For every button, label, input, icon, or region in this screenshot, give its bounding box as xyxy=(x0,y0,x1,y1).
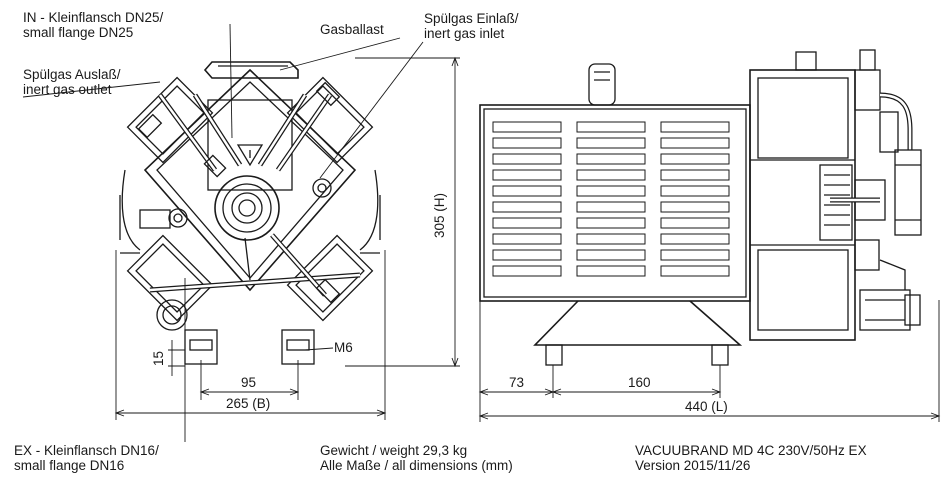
footer-model: VACUUBRAND MD 4C 230V/50Hz EX xyxy=(635,443,867,458)
footer-units: Alle Maße / all dimensions (mm) xyxy=(320,458,513,473)
purge-outlet-label-line2: inert gas outlet xyxy=(23,82,112,97)
ex-flange-label-line1: EX - Kleinflansch DN16/ xyxy=(14,443,159,458)
in-flange-label: IN - Kleinflansch DN25/ small flange DN2… xyxy=(23,10,163,40)
ex-flange-label: EX - Kleinflansch DN16/ small flange DN1… xyxy=(14,443,159,473)
height-dimension: 305 (H) xyxy=(432,192,447,238)
purge-inlet-label-line1: Spülgas Einlaß/ xyxy=(424,11,519,26)
m6-label: M6 xyxy=(334,340,353,355)
side-offset-dimension: 73 xyxy=(509,375,525,390)
gasballast-label: Gasballast xyxy=(320,22,384,37)
width-dimension: 265 (B) xyxy=(226,396,271,411)
in-flange-label-line2: small flange DN25 xyxy=(23,25,134,40)
purge-outlet-label: Spülgas Auslaß/ inert gas outlet xyxy=(23,67,121,97)
ex-flange-label-line2: small flange DN16 xyxy=(14,458,125,473)
cooling-slots xyxy=(492,121,730,277)
front-view-pump xyxy=(119,61,381,365)
length-dimension: 440 (L) xyxy=(685,399,728,414)
footer-weight-units: Gewicht / weight 29,3 kg Alle Maße / all… xyxy=(320,443,513,473)
foot-height-dimension: 15 xyxy=(151,350,166,366)
leader-lines xyxy=(22,23,424,442)
footer-version: Version 2015/11/26 xyxy=(635,458,751,473)
foot-spacing-dimension: 95 xyxy=(241,375,257,390)
side-foot-spacing-dimension: 160 xyxy=(628,375,651,390)
purge-outlet-label-line1: Spülgas Auslaß/ xyxy=(23,67,121,82)
footer-model-version: VACUUBRAND MD 4C 230V/50Hz EX Version 20… xyxy=(635,443,867,473)
front-view-dimension-lines xyxy=(114,56,460,420)
in-flange-label-line1: IN - Kleinflansch DN25/ xyxy=(23,10,164,25)
side-view-dimension-lines xyxy=(478,300,941,422)
purge-inlet-label-line2: inert gas inlet xyxy=(424,26,505,41)
purge-inlet-label: Spülgas Einlaß/ inert gas inlet xyxy=(424,11,519,41)
side-view-pump xyxy=(479,49,922,366)
footer-weight: Gewicht / weight 29,3 kg xyxy=(320,443,468,458)
